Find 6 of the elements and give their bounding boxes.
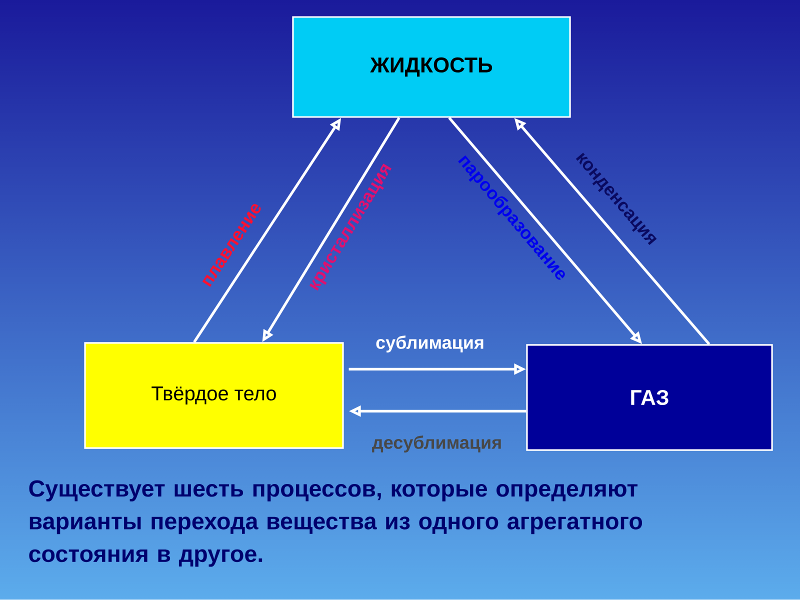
state-box: ЖИДКОСТЬ [292, 16, 571, 118]
note-text: Существует шесть процессов, которые определяют варианты перехода вещества из одного агрегатного состояния в другое. [29, 480, 642, 567]
state-box: ГАЗ [526, 344, 773, 451]
edge-label: десублимация [372, 436, 501, 452]
state-box: Твёрдое тело [84, 342, 344, 449]
edge-label: сублимация [376, 336, 484, 352]
